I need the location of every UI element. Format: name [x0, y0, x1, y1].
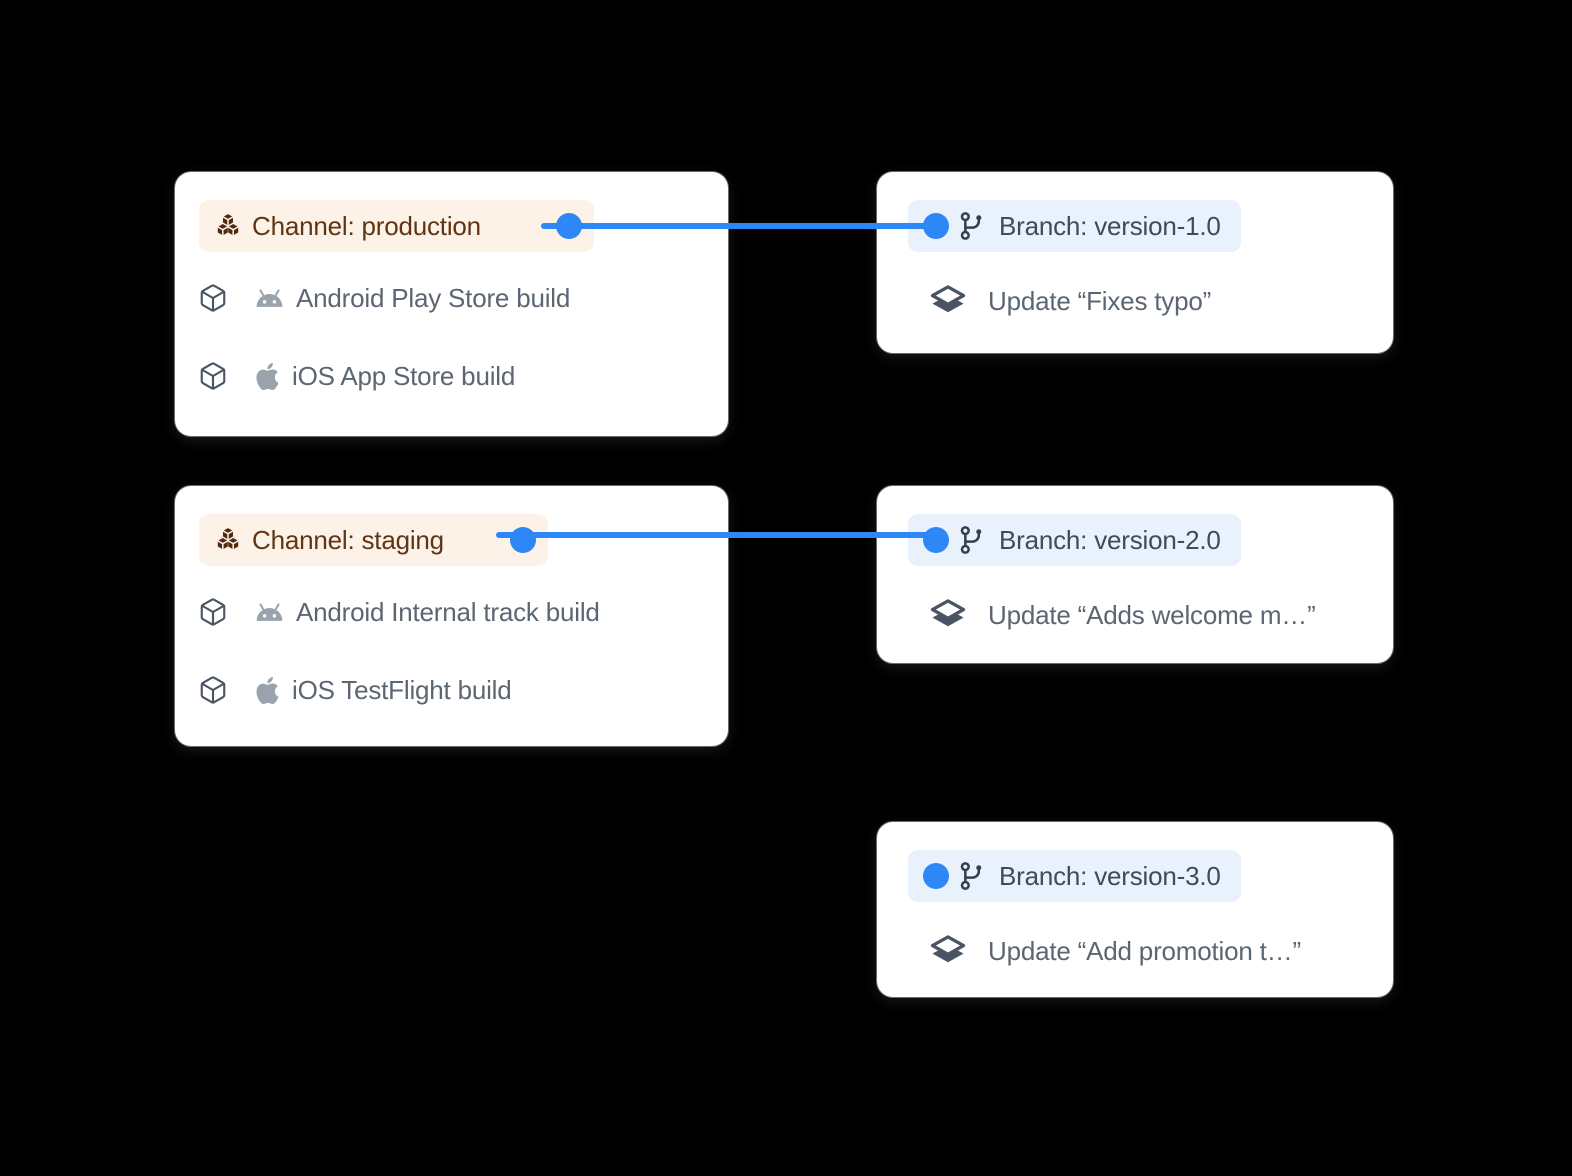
channel-pill-production: Channel: production: [199, 200, 594, 252]
update-row: Update “Fixes typo”: [877, 282, 1393, 320]
git-branch-icon: [958, 210, 990, 242]
branch-pill-version-1: Branch: version-1.0: [908, 200, 1241, 252]
branch-pill-version-3: Branch: version-3.0: [908, 850, 1241, 902]
update-label: Update “Fixes typo”: [988, 285, 1212, 316]
android-icon: [254, 288, 285, 309]
build-label: iOS App Store build: [292, 360, 516, 391]
update-label: Update “Adds welcome m…”: [988, 599, 1316, 630]
channel-label: Channel: staging: [252, 524, 444, 555]
build-row: Android Internal track build: [175, 595, 728, 629]
android-icon: [254, 602, 285, 623]
connector-dot: [923, 527, 949, 553]
git-branch-icon: [958, 524, 990, 556]
connector-dot: [510, 527, 536, 553]
layers-icon: [928, 283, 968, 319]
cube-icon: [198, 675, 228, 705]
boxes-icon: [215, 527, 241, 553]
update-label: Update “Add promotion t…”: [988, 935, 1301, 966]
build-row: iOS App Store build: [175, 359, 728, 393]
branch-label: Branch: version-2.0: [999, 524, 1221, 555]
apple-icon: [254, 676, 281, 705]
update-row: Update “Adds welcome m…”: [877, 596, 1393, 634]
cube-icon: [198, 283, 228, 313]
branch-label: Branch: version-1.0: [999, 210, 1221, 241]
channel-card-staging: Channel: staging: [175, 486, 728, 746]
channel-label: Channel: production: [252, 210, 481, 241]
branch-label: Branch: version-3.0: [999, 860, 1221, 891]
layers-icon: [928, 597, 968, 633]
build-row: iOS TestFlight build: [175, 673, 728, 707]
branch-card-version-1: Branch: version-1.0 Update “Fixes typo”: [877, 172, 1393, 353]
cube-icon: [198, 361, 228, 391]
branch-pill-version-2: Branch: version-2.0: [908, 514, 1241, 566]
channel-pill-staging: Channel: staging: [199, 514, 548, 566]
boxes-icon: [215, 213, 241, 239]
branch-card-version-2: Branch: version-2.0 Update “Adds welcome…: [877, 486, 1393, 663]
git-branch-icon: [958, 860, 990, 892]
connector-dot: [923, 863, 949, 889]
build-label: Android Internal track build: [296, 596, 600, 627]
connector-line: [496, 532, 936, 538]
connector-line: [541, 223, 936, 229]
build-label: Android Play Store build: [296, 282, 571, 313]
apple-icon: [254, 362, 281, 391]
build-label: iOS TestFlight build: [292, 674, 512, 705]
layers-icon: [928, 933, 968, 969]
channel-card-production: Channel: production: [175, 172, 728, 436]
cube-icon: [198, 597, 228, 627]
build-row: Android Play Store build: [175, 281, 728, 315]
branch-card-version-3: Branch: version-3.0 Update “Add promotio…: [877, 822, 1393, 997]
update-row: Update “Add promotion t…”: [877, 932, 1393, 970]
